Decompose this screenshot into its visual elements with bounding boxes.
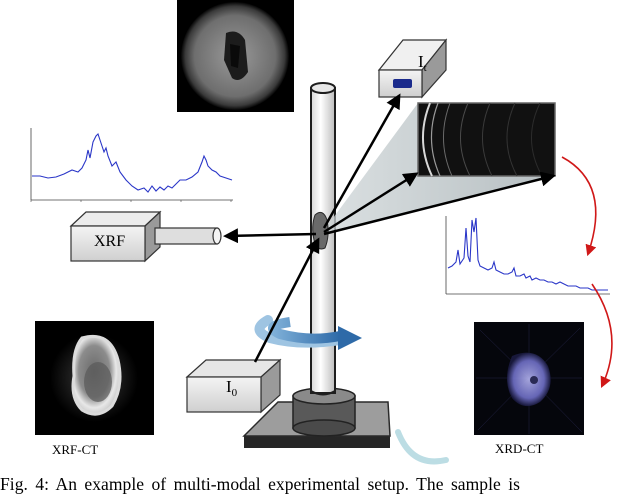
transmission-detector [377,38,448,99]
sample-stage-base [242,387,391,448]
diffraction-upper-arrow [323,172,419,234]
decorative-arc [395,429,449,465]
detector-window [393,79,412,88]
ct-reconstruction-top-image [177,0,294,112]
xrf-ct-label: XRF-CT [52,442,99,457]
transmitted-beam-arrow [322,93,401,229]
xrd-pattern-plot [434,212,612,300]
beam-arrows [223,93,556,363]
incident-beam-arrow [253,237,320,363]
xrf-detector-label: XRF [94,233,126,250]
figure-caption: Fig. 4: An example of multi-modal experi… [0,474,521,494]
diffraction-cone [322,103,555,233]
transmission-detector-subscript: t [423,62,427,74]
processing-arrows [561,156,613,389]
transmission-detector-label: It [418,52,427,74]
rotation-arrow-icon [254,315,362,350]
incident-source-subscript: 0 [231,387,238,399]
xrf-spectrum-plot [20,122,236,206]
xrd-ct-image [474,322,584,435]
incident-source-label: I0 [226,377,238,399]
incident-beam-source [185,358,282,414]
xrf-detector [69,210,222,263]
xrf-ct-image [35,321,154,435]
xrd-ct-label: XRD-CT [495,441,544,456]
diffraction-lower-arrow [323,171,556,236]
xrf-signal-arrow [223,228,317,244]
diffraction-pattern-image [417,102,556,177]
